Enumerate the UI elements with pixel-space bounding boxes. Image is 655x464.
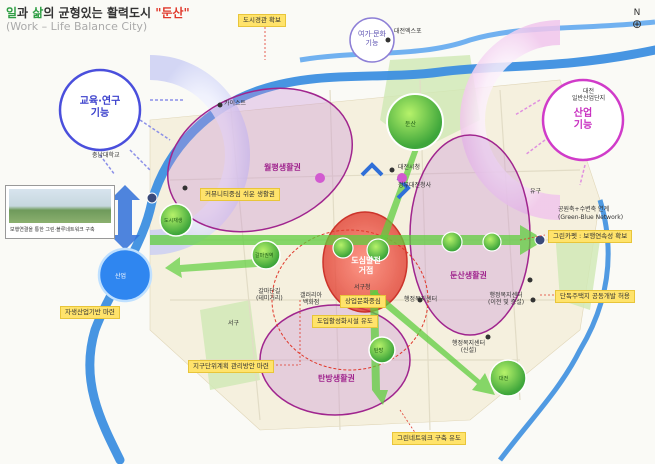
leisure-bubble — [349, 17, 395, 63]
green-blue-en: (Green-Blue Network) — [558, 214, 624, 221]
node-blue-label: 산업 — [115, 273, 127, 280]
legend-photo-box: 보행연결을 통한 그린·블루네트워크 구축 — [5, 185, 115, 239]
green-blue-network-label: 공원축+수변축 연계 (Green-Blue Network) — [558, 206, 623, 222]
junction-east — [534, 234, 546, 246]
node-large-label: 둔산 — [405, 121, 417, 128]
legend-caption: 보행연결을 통한 그린·블루네트워크 구축 — [10, 227, 95, 233]
node-large-green — [386, 93, 444, 151]
place-kaist: 카이스트 — [224, 100, 247, 107]
place-expo: 대전엑스포 — [394, 28, 422, 35]
node-core-a — [332, 237, 354, 259]
place-chungnam: 충남대학교 — [92, 152, 120, 159]
place-seogu-office: 서구청 — [354, 284, 371, 291]
industry-ring — [460, 20, 560, 220]
place-daejeon-ilban: 대전 일반산업단지 — [572, 88, 606, 102]
compass-icon: N ⊕ — [628, 8, 646, 30]
green-blue-kr: 공원축+수변축 연계 — [558, 206, 610, 213]
map-subtitle: (Work – Life Balance City) — [6, 20, 148, 33]
zone-core-label: 도심발전 거점 — [351, 256, 381, 275]
node-purple-small — [315, 173, 325, 183]
place-galma: 갈마단길 (테미거리) — [256, 288, 283, 302]
tag-autonomy: 자생산업기반 마련 — [60, 306, 120, 319]
map-title: 일과 삶의 균형있는 활력도시 "둔산" — [6, 4, 190, 21]
place-admin: 행정복지센터 — [404, 296, 438, 303]
industry-bubble — [541, 78, 625, 162]
title-part-life: 삶 — [32, 6, 44, 20]
leisure-function-label: 여가·문화 기능 — [358, 30, 386, 47]
place-gov: 정부대전청사 — [398, 182, 432, 189]
tag-mixed: 상업문화중심 — [340, 295, 386, 308]
node-dunsan-a — [441, 231, 463, 253]
node-south-label: 탄방 — [374, 348, 384, 354]
place-admin-2: 행정복지센터 (이전 및 증설) — [488, 292, 525, 306]
zone-tanbang-label: 탄방생활권 — [318, 374, 355, 383]
node-dunsan-b — [482, 232, 502, 252]
industry-arrows — [514, 99, 586, 186]
tag-green-axis: 그린카펫 : 보행연속성 확보 — [548, 230, 633, 243]
river-east — [498, 199, 611, 462]
blue-link-arrow — [110, 185, 140, 250]
tag-greennet: 그린네트워크 구축 유도 — [392, 432, 466, 445]
education-ring — [150, 55, 250, 255]
tag-scenery: 도시경관 확보 — [238, 14, 286, 27]
chevron-up-icon — [360, 162, 384, 177]
node-southeast-label: 대전 — [499, 376, 509, 382]
place-galleria: 갤러리아 백화점 — [300, 292, 323, 306]
place-admin-3: 행정복지센터 (신설) — [452, 340, 486, 354]
node-galma-label: 갈마권역 — [255, 253, 274, 259]
green-axis-diag2 — [370, 290, 495, 395]
title-part-city: 의 균형있는 활력도시 — [43, 6, 156, 20]
node-southeast — [489, 359, 527, 397]
node-left-label: 도시재생 — [164, 218, 183, 224]
industry-function-label: 산업 기능 — [573, 108, 593, 131]
zone-core-outer — [271, 229, 429, 371]
node-galma — [251, 240, 281, 270]
function-arrows — [99, 99, 185, 176]
title-part-and: 과 — [17, 6, 33, 20]
node-south — [368, 336, 396, 364]
title-part-dunsan: "둔산" — [155, 6, 190, 20]
node-left — [159, 203, 193, 237]
green-axis-left — [165, 257, 272, 278]
node-blue-west — [97, 247, 153, 303]
tag-jobs: 단독주택지 공동개발 허용 — [555, 290, 635, 303]
place-yuseong: 유구 — [530, 188, 542, 195]
junction-west — [146, 192, 158, 204]
zone-wolpyeong-label: 월평생활권 — [264, 163, 301, 172]
node-purple-small-2 — [397, 173, 407, 183]
place-seogu: 서구 — [228, 320, 240, 327]
legend-photo — [9, 189, 111, 223]
tag-district: 지구단위계획 관리방안 마련 — [188, 360, 274, 373]
education-function-label: 교육·연구 기능 — [79, 96, 121, 119]
tag-community: 커뮤니티중심 쉬운 생활권 — [200, 188, 280, 201]
place-city-hall: 대전시청 — [398, 164, 421, 171]
title-part-work: 일 — [6, 6, 18, 20]
tag-infill: 도입활성화시설 유도 — [312, 315, 378, 328]
pin-markers — [182, 37, 536, 340]
node-core-b — [366, 238, 390, 262]
compass-label: N — [633, 8, 641, 18]
education-bubble — [58, 68, 142, 152]
zone-dunsan-label: 둔산생활권 — [450, 271, 487, 280]
